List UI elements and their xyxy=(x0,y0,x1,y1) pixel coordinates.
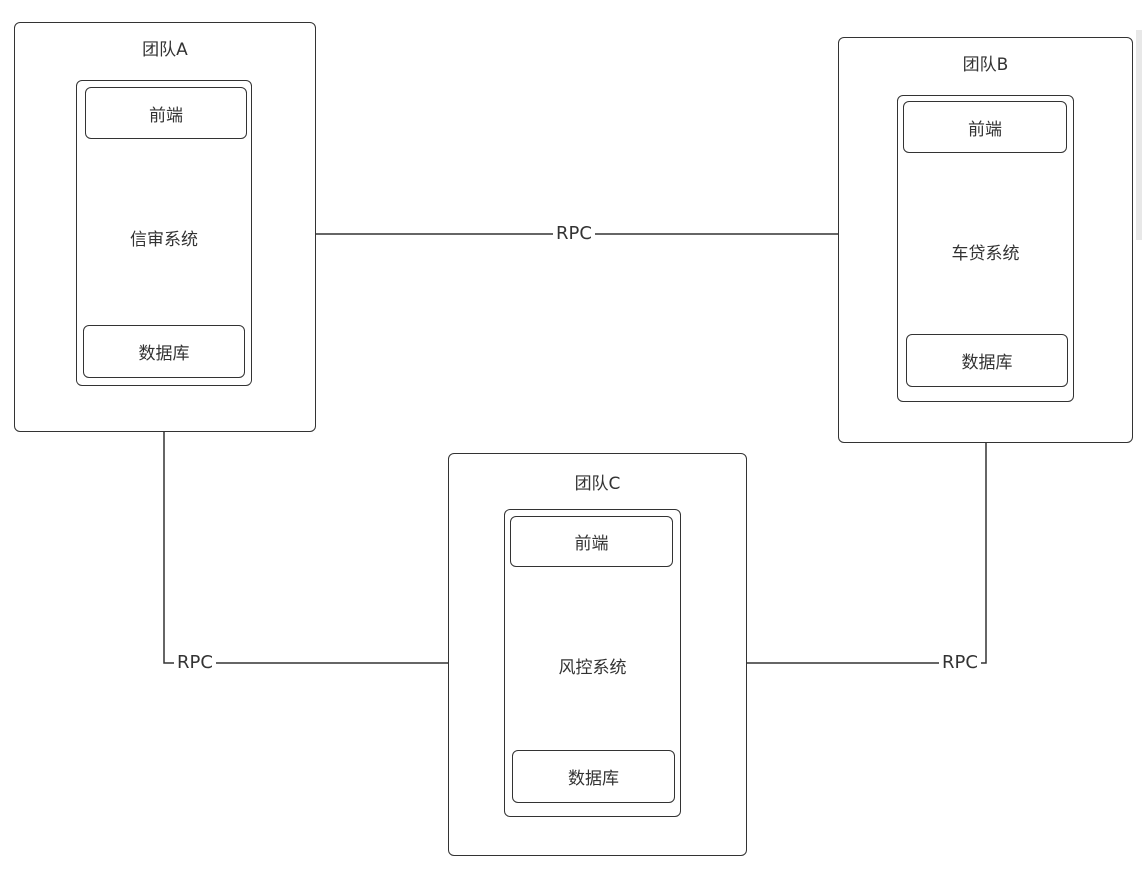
rpc-label-a-c: RPC xyxy=(174,652,216,674)
team-c-system-label: 风控系统 xyxy=(558,658,627,678)
team-c-title: 团队C xyxy=(574,474,621,494)
team-a-frontend[interactable]: 前端 xyxy=(85,87,247,139)
team-a-database[interactable]: 数据库 xyxy=(83,325,245,378)
team-a-system-label: 信审系统 xyxy=(130,230,198,250)
team-b-frontend[interactable]: 前端 xyxy=(903,101,1067,153)
rpc-label-b-c: RPC xyxy=(939,652,981,674)
team-b-system-label: 车贷系统 xyxy=(951,244,1020,264)
scrollbar-edge xyxy=(1136,30,1142,240)
rpc-label-a-b: RPC xyxy=(553,223,595,245)
team-a-title: 团队A xyxy=(142,40,188,60)
team-c-database[interactable]: 数据库 xyxy=(512,750,675,803)
team-b-database[interactable]: 数据库 xyxy=(906,334,1068,387)
rpc-line-a-c xyxy=(159,391,501,668)
team-c-frontend[interactable]: 前端 xyxy=(510,516,673,567)
rpc-line-b-c xyxy=(680,402,991,668)
team-b-title: 团队B xyxy=(962,55,1009,75)
